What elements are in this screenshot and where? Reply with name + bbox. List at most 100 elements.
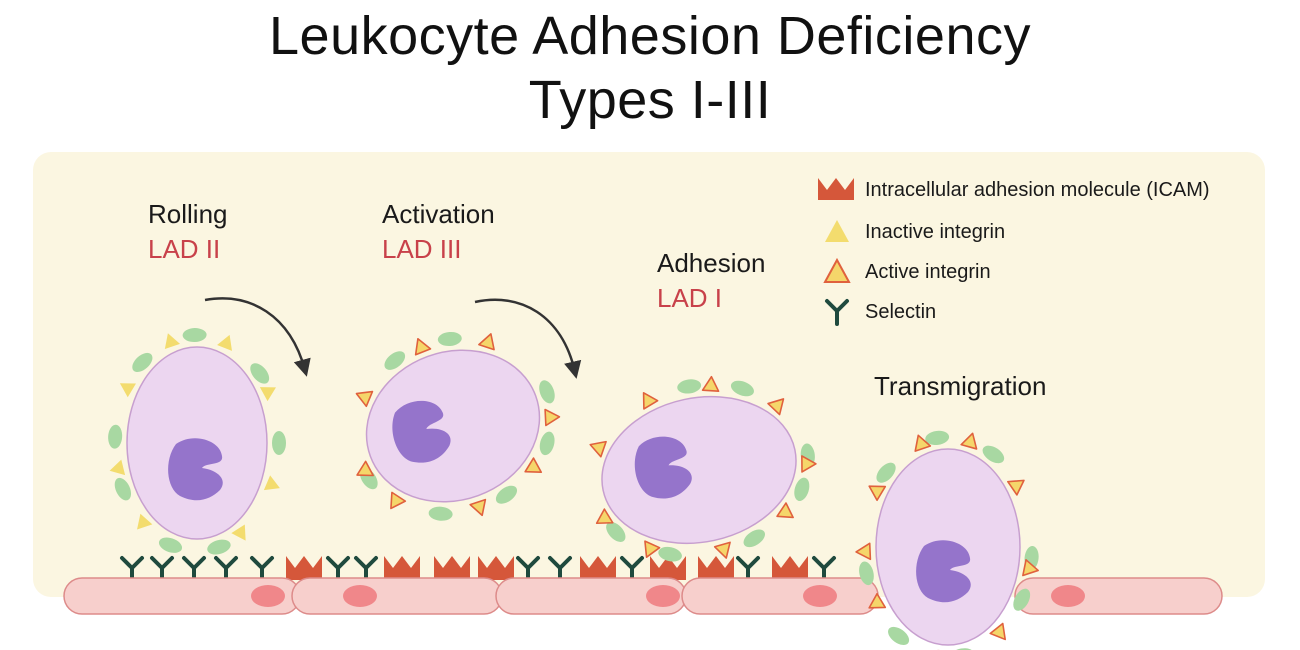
- active-integrin: [524, 457, 543, 474]
- stage-rolling-lad: LAD II: [148, 234, 220, 264]
- legend-item-inactive-integrin: Inactive integrin: [825, 220, 1005, 243]
- active-integrin: [776, 502, 794, 519]
- endothelial-nucleus: [1051, 585, 1085, 607]
- leukocyte-transmigration: [855, 430, 1039, 650]
- leukocyte-activation: [355, 331, 561, 521]
- selectin-ligand: [428, 506, 453, 521]
- diagram-title: Leukocyte Adhesion Deficiency Types I-II…: [0, 4, 1300, 132]
- inactive-integrin: [164, 333, 180, 350]
- selectin-ligand: [539, 380, 555, 404]
- endothelium: [63, 577, 1223, 615]
- selectin-ligand: [437, 331, 462, 347]
- legend-label-active-integrin: Active integrin: [865, 261, 991, 283]
- stage-adhesion-label: Adhesion LAD I: [657, 248, 765, 313]
- selectin-ligand: [730, 380, 754, 397]
- selectin-ligand: [158, 537, 183, 553]
- legend: Intracellular adhesion molecule (ICAM) I…: [818, 178, 1210, 326]
- active-integrin: [595, 508, 614, 525]
- active-integrin: [356, 460, 374, 477]
- selectin-ligand: [384, 351, 406, 370]
- active-integrin: [355, 390, 374, 408]
- active-integrin: [469, 498, 487, 517]
- stage-transmigration-label: Transmigration: [874, 371, 1046, 401]
- endothelial-nucleus: [803, 585, 837, 607]
- stage-activation-name: Activation: [382, 199, 495, 229]
- rolling-to-activation-arrow: [204, 297, 311, 377]
- activation-to-adhesion-arrow: [474, 298, 582, 379]
- leukocytes: [108, 328, 1039, 650]
- selectin: [812, 556, 836, 582]
- endothelial-cell: [681, 577, 879, 615]
- icam: [384, 556, 420, 580]
- endothelial-surface-receptors: [120, 556, 836, 582]
- stage-adhesion-lad: LAD I: [657, 283, 722, 313]
- active-integrin: [960, 432, 978, 450]
- icam: [650, 556, 686, 580]
- selectin-ligand: [114, 477, 132, 501]
- active-integrin: [1022, 559, 1039, 577]
- selectin-ligand: [677, 379, 702, 394]
- selectin-ligand: [207, 539, 231, 555]
- selectin-ligand: [539, 431, 555, 456]
- selectin: [214, 556, 238, 582]
- active-integrin: [914, 434, 932, 452]
- selectin-ligand: [925, 430, 950, 446]
- endothelial-nucleus: [251, 585, 285, 607]
- selectin: [182, 556, 206, 582]
- stage-rolling-label: Rolling LAD II: [148, 199, 228, 264]
- selectin: [120, 556, 144, 582]
- selectin-ligand: [182, 328, 207, 343]
- inactive-integrin: [259, 387, 276, 402]
- leukocyte-body: [601, 395, 797, 545]
- endothelial-cell: [63, 577, 301, 615]
- active-integrin: [478, 333, 495, 351]
- selectin-ligand: [888, 626, 910, 645]
- active-integrin: [642, 391, 659, 410]
- endothelial-nucleus: [343, 585, 377, 607]
- selectin-ligand: [132, 352, 153, 373]
- active-integrin: [868, 592, 887, 609]
- active-integrin: [855, 542, 872, 561]
- selectin: [736, 556, 760, 582]
- icam: [580, 556, 616, 580]
- selectin-ligand: [743, 529, 766, 548]
- icam: [434, 556, 470, 580]
- active-integrin: [767, 398, 785, 416]
- selectin: [150, 556, 174, 582]
- inactive-integrin: [137, 513, 153, 530]
- active-integrin: [989, 622, 1006, 641]
- active-integrin: [544, 408, 561, 427]
- icam: [772, 556, 808, 580]
- endothelial-cell-body: [291, 577, 503, 615]
- stage-adhesion-name: Adhesion: [657, 248, 765, 278]
- selectin-ligand: [950, 648, 975, 650]
- selectin-ligand: [859, 561, 874, 586]
- endothelial-cell: [495, 577, 687, 615]
- active-integrin: [390, 491, 407, 510]
- stage-activation-label: Activation LAD III: [382, 199, 495, 264]
- legend-item-selectin: Selectin: [825, 299, 936, 326]
- legend-label-selectin: Selectin: [865, 301, 936, 323]
- active-integrin: [1007, 479, 1025, 496]
- inactive-integrin: [217, 334, 232, 351]
- legend-label-icam: Intracellular adhesion molecule (ICAM): [865, 179, 1210, 201]
- selectin-ligand: [982, 445, 1005, 464]
- icam: [478, 556, 514, 580]
- active-integrin: [414, 337, 432, 356]
- selectin-ligand: [1013, 588, 1031, 611]
- active-integrin: [713, 541, 731, 559]
- inactive-integrin: [119, 383, 136, 398]
- active-integrin: [801, 455, 817, 473]
- icam: [698, 556, 734, 580]
- endothelial-cell: [291, 577, 503, 615]
- leukocyte-rolling: [108, 328, 287, 555]
- selectin: [250, 556, 274, 582]
- selectin: [620, 556, 644, 582]
- leukocyte-nucleus: [916, 540, 971, 603]
- selectin-ligand: [794, 477, 810, 501]
- selectin: [326, 556, 350, 582]
- leukocyte-nucleus: [168, 438, 223, 501]
- active-integrin: [589, 440, 607, 458]
- selectin: [548, 556, 572, 582]
- endothelial-cell-body: [681, 577, 879, 615]
